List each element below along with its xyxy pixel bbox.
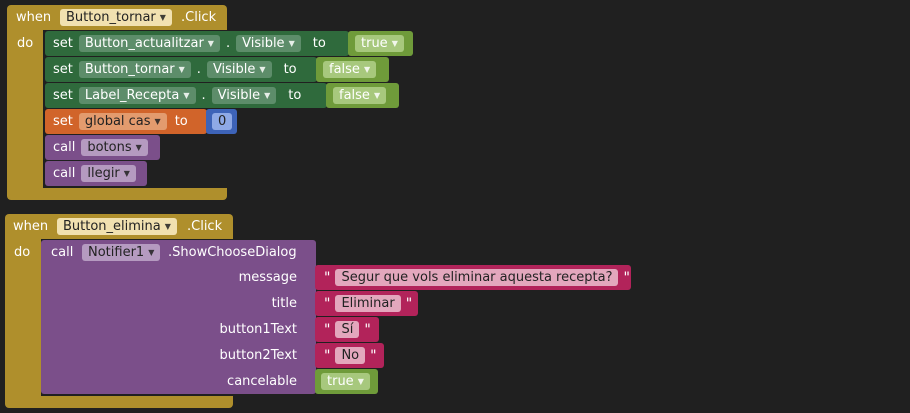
open-quote: " xyxy=(324,269,331,286)
procedure-dropdown-llegir[interactable]: llegir▼ xyxy=(81,165,136,182)
close-quote: " xyxy=(370,347,377,364)
property-dropdown-visible[interactable]: Visible▼ xyxy=(236,35,301,52)
call-notifier-showchoosedialog-block[interactable] xyxy=(41,240,316,394)
component-dropdown-button-tornar[interactable]: Button_tornar▼ xyxy=(60,9,172,26)
dropdown-arrow-icon: ▼ xyxy=(207,39,214,48)
to-keyword: to xyxy=(312,36,326,51)
dropdown-arrow-icon: ▼ xyxy=(135,143,142,152)
set-keyword: set xyxy=(53,62,73,77)
logic-true-block-cancelable[interactable]: true▼ xyxy=(315,369,378,394)
text-value-field-message[interactable]: Segur que vols eliminar aquesta recepta? xyxy=(335,269,619,286)
close-quote: " xyxy=(364,321,371,338)
property-dropdown-visible[interactable]: Visible▼ xyxy=(206,61,272,78)
property-dropdown-visible[interactable]: Visible▼ xyxy=(211,87,277,104)
dropdown-arrow-icon: ▼ xyxy=(183,91,190,100)
open-quote: " xyxy=(324,295,331,312)
dropdown-arrow-icon: ▼ xyxy=(123,169,130,178)
logic-false-block[interactable]: false▼ xyxy=(326,83,399,108)
dropdown-arrow-icon: ▼ xyxy=(373,91,381,100)
arg-label-title: title xyxy=(271,296,297,311)
dot-separator: . xyxy=(196,62,201,77)
dropdown-arrow-icon: ▼ xyxy=(159,13,166,22)
procedure-dropdown-botons[interactable]: botons▼ xyxy=(81,139,148,156)
text-block-title[interactable]: " Eliminar " xyxy=(315,291,418,316)
logic-true-block[interactable]: true▼ xyxy=(348,31,413,56)
event-name-label: .Click xyxy=(181,10,217,25)
when-label: when xyxy=(16,10,52,25)
arg-label-button1text: button1Text xyxy=(219,322,297,337)
call-llegir-block[interactable]: call llegir▼ xyxy=(45,161,147,186)
when-label: when xyxy=(13,219,49,234)
dropdown-arrow-icon: ▼ xyxy=(264,91,271,100)
number-value-field[interactable]: 0 xyxy=(212,113,233,130)
to-keyword: to xyxy=(174,114,188,129)
arg-label-cancelable: cancelable xyxy=(227,374,297,389)
call-botons-block[interactable]: call botons▼ xyxy=(45,135,160,160)
event-name-label: .Click xyxy=(187,219,223,234)
arg-label-button2text: button2Text xyxy=(219,348,297,363)
arg-label-message: message xyxy=(238,270,297,285)
logic-value-dropdown[interactable]: true▼ xyxy=(321,373,370,390)
text-block-button2text[interactable]: " No " xyxy=(315,343,384,368)
set-button-tornar-visible-block[interactable]: set Button_tornar▼ . Visible▼ to xyxy=(45,57,317,82)
component-dropdown-button-tornar[interactable]: Button_tornar▼ xyxy=(78,61,191,78)
text-value-field-button1text[interactable]: Sí xyxy=(335,321,360,338)
dropdown-arrow-icon: ▼ xyxy=(357,377,364,386)
set-button-actualitzar-visible-block[interactable]: set Button_actualitzar▼ . Visible▼ to xyxy=(45,31,349,56)
text-value-field-button2text[interactable]: No xyxy=(335,347,366,364)
text-block-message[interactable]: " Segur que vols eliminar aquesta recept… xyxy=(315,265,631,290)
logic-value-dropdown[interactable]: false▼ xyxy=(333,87,387,104)
component-dropdown-button-elimina[interactable]: Button_elimina▼ xyxy=(57,218,177,235)
component-dropdown-label-recepta[interactable]: Label_Recepta▼ xyxy=(78,87,196,104)
set-keyword: set xyxy=(53,114,73,129)
logic-value-dropdown[interactable]: false▼ xyxy=(323,61,377,78)
call-keyword: call xyxy=(53,166,76,181)
close-quote: " xyxy=(405,295,413,312)
dropdown-arrow-icon: ▼ xyxy=(148,248,155,257)
variable-dropdown-global-cas[interactable]: global cas▼ xyxy=(78,113,167,130)
dropdown-arrow-icon: ▼ xyxy=(259,65,266,74)
dropdown-arrow-icon: ▼ xyxy=(164,222,171,231)
dropdown-arrow-icon: ▼ xyxy=(288,39,295,48)
to-keyword: to xyxy=(288,88,302,103)
component-dropdown-button-actualitzar[interactable]: Button_actualitzar▼ xyxy=(78,35,220,52)
dropdown-arrow-icon: ▼ xyxy=(178,65,185,74)
open-quote: " xyxy=(324,347,331,364)
text-value-field-title[interactable]: Eliminar xyxy=(335,295,401,312)
logic-value-dropdown[interactable]: true▼ xyxy=(355,35,404,52)
logic-false-block[interactable]: false▼ xyxy=(316,57,389,82)
open-quote: " xyxy=(324,321,331,338)
method-name-label: .ShowChooseDialog xyxy=(168,245,297,260)
do-label: do xyxy=(17,36,34,51)
set-keyword: set xyxy=(53,36,73,51)
dot-separator: . xyxy=(201,88,206,103)
number-block[interactable]: 0 xyxy=(206,109,237,134)
set-label-recepta-visible-block[interactable]: set Label_Recepta▼ . Visible▼ to xyxy=(45,83,327,108)
set-keyword: set xyxy=(53,88,73,103)
call-keyword: call xyxy=(51,245,74,260)
dropdown-arrow-icon: ▼ xyxy=(154,117,161,126)
close-quote: " xyxy=(623,269,630,286)
dropdown-arrow-icon: ▼ xyxy=(391,39,398,48)
call-keyword: call xyxy=(53,140,76,155)
dot-separator: . xyxy=(225,36,231,51)
set-global-cas-block[interactable]: set global cas▼ to xyxy=(45,109,207,134)
do-label: do xyxy=(14,245,31,260)
text-block-button1text[interactable]: " Sí " xyxy=(315,317,379,342)
to-keyword: to xyxy=(283,62,297,77)
component-dropdown-notifier1[interactable]: Notifier1▼ xyxy=(82,244,161,261)
dropdown-arrow-icon: ▼ xyxy=(363,65,371,74)
